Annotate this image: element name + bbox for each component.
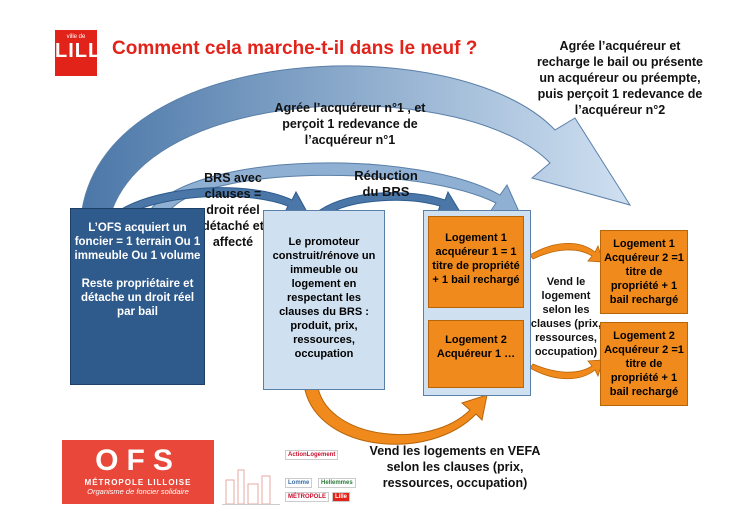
label-mid-top: Agrée l’acquéreur n°1 , et perçoit 1 red… (274, 101, 426, 147)
label-top-right: Agrée l’acquéreur et recharge le bail ou… (536, 39, 704, 117)
skyline-illustration (222, 462, 280, 505)
logement2-acq2-box: Logement 2 Acquéreur 2 =1 titre de propr… (600, 322, 688, 406)
lille-logo: ville de LILLE (55, 30, 116, 76)
ofs-box-line-1: L’OFS acquiert un foncier = 1 terrain Ou… (74, 222, 201, 262)
partner-logo-lomme: Lomme (285, 478, 313, 488)
partner-logo-hellemmes: Hellemmes (318, 478, 356, 488)
logement2-acq1-box: Logement 2 Acquéreur 1 … (428, 320, 524, 388)
promoteur-box: Le promoteur construit/rénove un immeubl… (263, 210, 385, 390)
label-reduction: Réduction du BRS (354, 168, 418, 199)
arc-vend-vefa (304, 387, 488, 445)
ofs-box-line-2: Reste propriétaire et détache un droit r… (80, 278, 195, 318)
partner-logo-lille: Lille (332, 492, 351, 502)
ofs-logo-line2: Organisme de foncier solidaire (87, 487, 189, 496)
ofs-box: L’OFS acquiert un foncier = 1 terrain Ou… (70, 208, 205, 385)
arc-vend-2 (529, 359, 604, 380)
arc-vend-1 (529, 242, 604, 263)
ofs-logo-big: OFS (95, 444, 181, 477)
lille-logo-small: ville de (66, 34, 86, 40)
logement1-acq2-box: Logement 1 Acquéreur 2 =1 titre de propr… (600, 230, 688, 314)
ofs-metropole-logo: OFS MÉTROPOLE LILLOISE Organisme de fonc… (62, 440, 214, 504)
label-vend-bottom: Vend les logements en VEFA selon les cla… (369, 444, 541, 490)
partner-logo-metropole: MÉTROPOLE (285, 492, 330, 502)
page-title: Comment cela marche-t-il dans le neuf ? (112, 38, 478, 59)
label-brs: BRS avec clauses = droit réel détaché et… (202, 171, 264, 249)
partner-logo-actionlogement: ActionLogement (285, 450, 339, 460)
big-arc-arrow (81, 65, 632, 211)
logement1-acq1-box: Logement 1 acquéreur 1 = 1 titre de prop… (428, 216, 524, 308)
lille-logo-big: LILLE (55, 40, 116, 62)
ofs-logo-line1: MÉTROPOLE LILLOISE (84, 478, 192, 487)
label-vend-right: Vend le logement selon les clauses (prix… (530, 276, 602, 358)
